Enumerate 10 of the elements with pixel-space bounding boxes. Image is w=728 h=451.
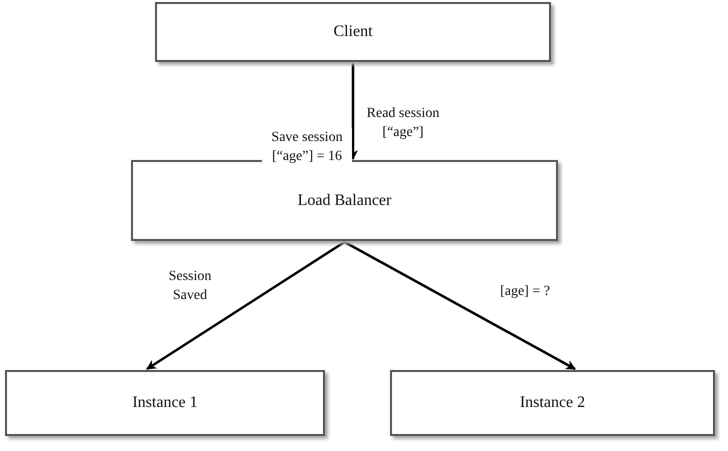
node-label: Load Balancer — [298, 192, 392, 210]
process-box — [5, 370, 325, 436]
arrow — [146, 240, 346, 370]
edge-label: Save session [“age”] = 16 — [262, 128, 352, 166]
process-box — [155, 2, 551, 62]
node-label: Client — [333, 23, 373, 41]
node-label: Instance 1 — [132, 394, 198, 412]
arrow — [344, 240, 576, 370]
node-label: Instance 2 — [520, 394, 586, 412]
process-box — [390, 370, 715, 436]
